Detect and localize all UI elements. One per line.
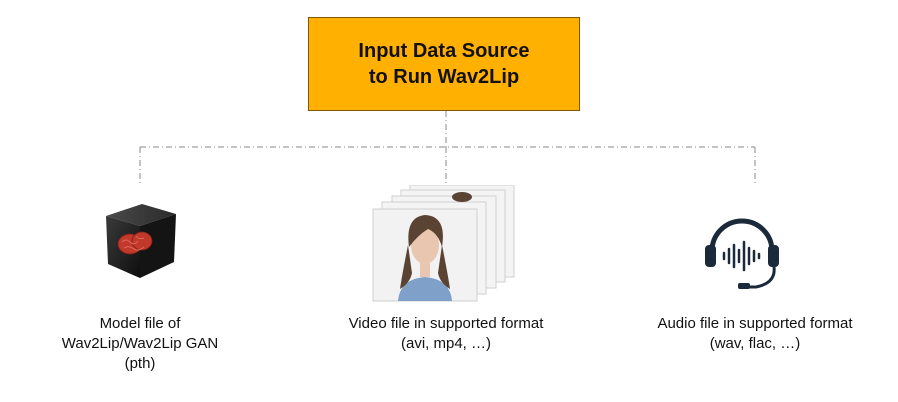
model-file-caption: Model file of Wav2Lip/Wav2Lip GAN (pth) (40, 314, 240, 374)
brain-cube-icon (106, 204, 176, 278)
video-caption-line-2: (avi, mp4, …) (400, 335, 491, 352)
video-frames-icon (372, 185, 515, 302)
model-caption-line-2: Wav2Lip/Wav2Lip GAN (61, 335, 219, 352)
audio-file-caption: Audio file in supported format (wav, fla… (630, 314, 880, 354)
video-file-caption: Video file in supported format (avi, mp4… (316, 314, 576, 354)
title-line-2: to Run Wav2Lip (368, 66, 520, 88)
title-box: Input Data Source to Run Wav2Lip (308, 17, 580, 111)
title-line-1: Input Data Source (358, 40, 530, 62)
video-caption-line-1: Video file in supported format (348, 315, 544, 332)
model-caption-line-3: (pth) (124, 355, 156, 372)
model-caption-line-1: Model file of (99, 315, 181, 332)
audio-caption-line-2: (wav, flac, …) (709, 335, 801, 352)
audio-caption-line-1: Audio file in supported format (657, 315, 853, 332)
headset-audio-icon (705, 218, 779, 289)
